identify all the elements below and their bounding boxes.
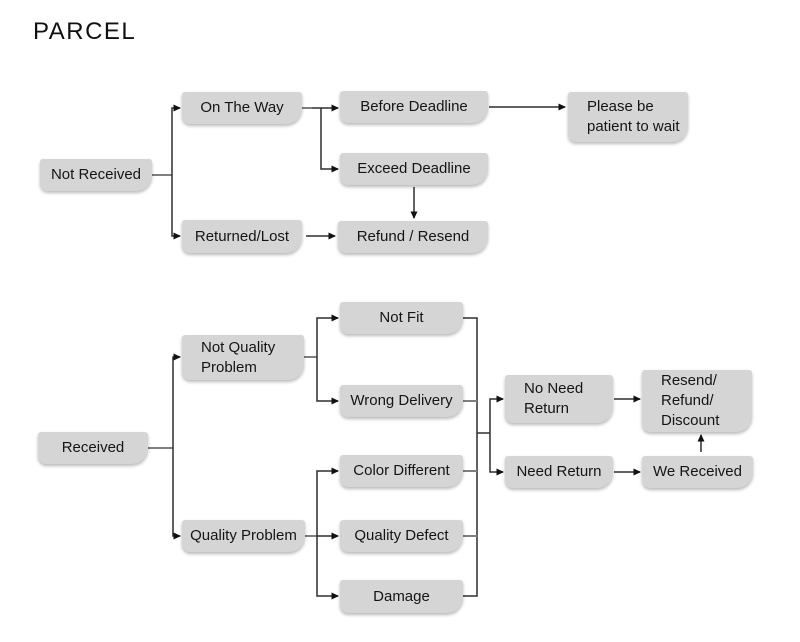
edge-split-to-need-return bbox=[489, 433, 504, 476]
node-please-wait: Please be patient to wait bbox=[568, 92, 688, 142]
edge-received-to-not-quality-problem bbox=[172, 353, 181, 448]
node-we-received: We Received bbox=[642, 456, 753, 488]
node-damage: Damage bbox=[340, 580, 463, 613]
edge-not-received-to-returned-lost bbox=[171, 175, 181, 240]
connector-lines bbox=[148, 103, 705, 600]
node-resend-refund-discount: Resend/ Refund/ Discount bbox=[642, 370, 752, 432]
node-on-the-way: On The Way bbox=[182, 92, 302, 124]
page-title: PARCEL bbox=[33, 18, 137, 45]
node-no-need-return: No Need Return bbox=[505, 375, 613, 423]
node-color-different: Color Different bbox=[340, 455, 463, 487]
node-need-return: Need Return bbox=[505, 456, 613, 488]
node-returned-lost: Returned/Lost bbox=[182, 220, 302, 253]
edge-received-to-quality-problem bbox=[172, 448, 181, 540]
node-before-deadline: Before Deadline bbox=[340, 91, 488, 123]
node-wrong-delivery: Wrong Delivery bbox=[340, 385, 463, 417]
edge-not-quality-to-not-fit bbox=[316, 314, 339, 357]
node-quality-problem: Quality Problem bbox=[182, 520, 305, 552]
edge-collector-rail bbox=[463, 317, 478, 597]
edge-not-quality-to-wrong-delivery bbox=[316, 357, 339, 405]
edge-split-to-no-need-return bbox=[489, 395, 504, 433]
node-quality-defect: Quality Defect bbox=[340, 520, 463, 552]
node-not-quality-problem: Not Quality Problem bbox=[182, 335, 304, 380]
edge-quality-to-damage bbox=[316, 536, 339, 600]
node-not-fit: Not Fit bbox=[340, 302, 463, 334]
node-refund-resend: Refund / Resend bbox=[338, 221, 488, 253]
node-exceed-deadline: Exceed Deadline bbox=[340, 153, 488, 185]
node-not-received: Not Received bbox=[40, 159, 152, 191]
edge-on-the-way-to-exceed-deadline bbox=[320, 108, 339, 173]
node-received: Received bbox=[38, 432, 148, 464]
edge-quality-to-color-different bbox=[316, 467, 339, 536]
edge-not-received-to-on-the-way bbox=[171, 104, 181, 175]
